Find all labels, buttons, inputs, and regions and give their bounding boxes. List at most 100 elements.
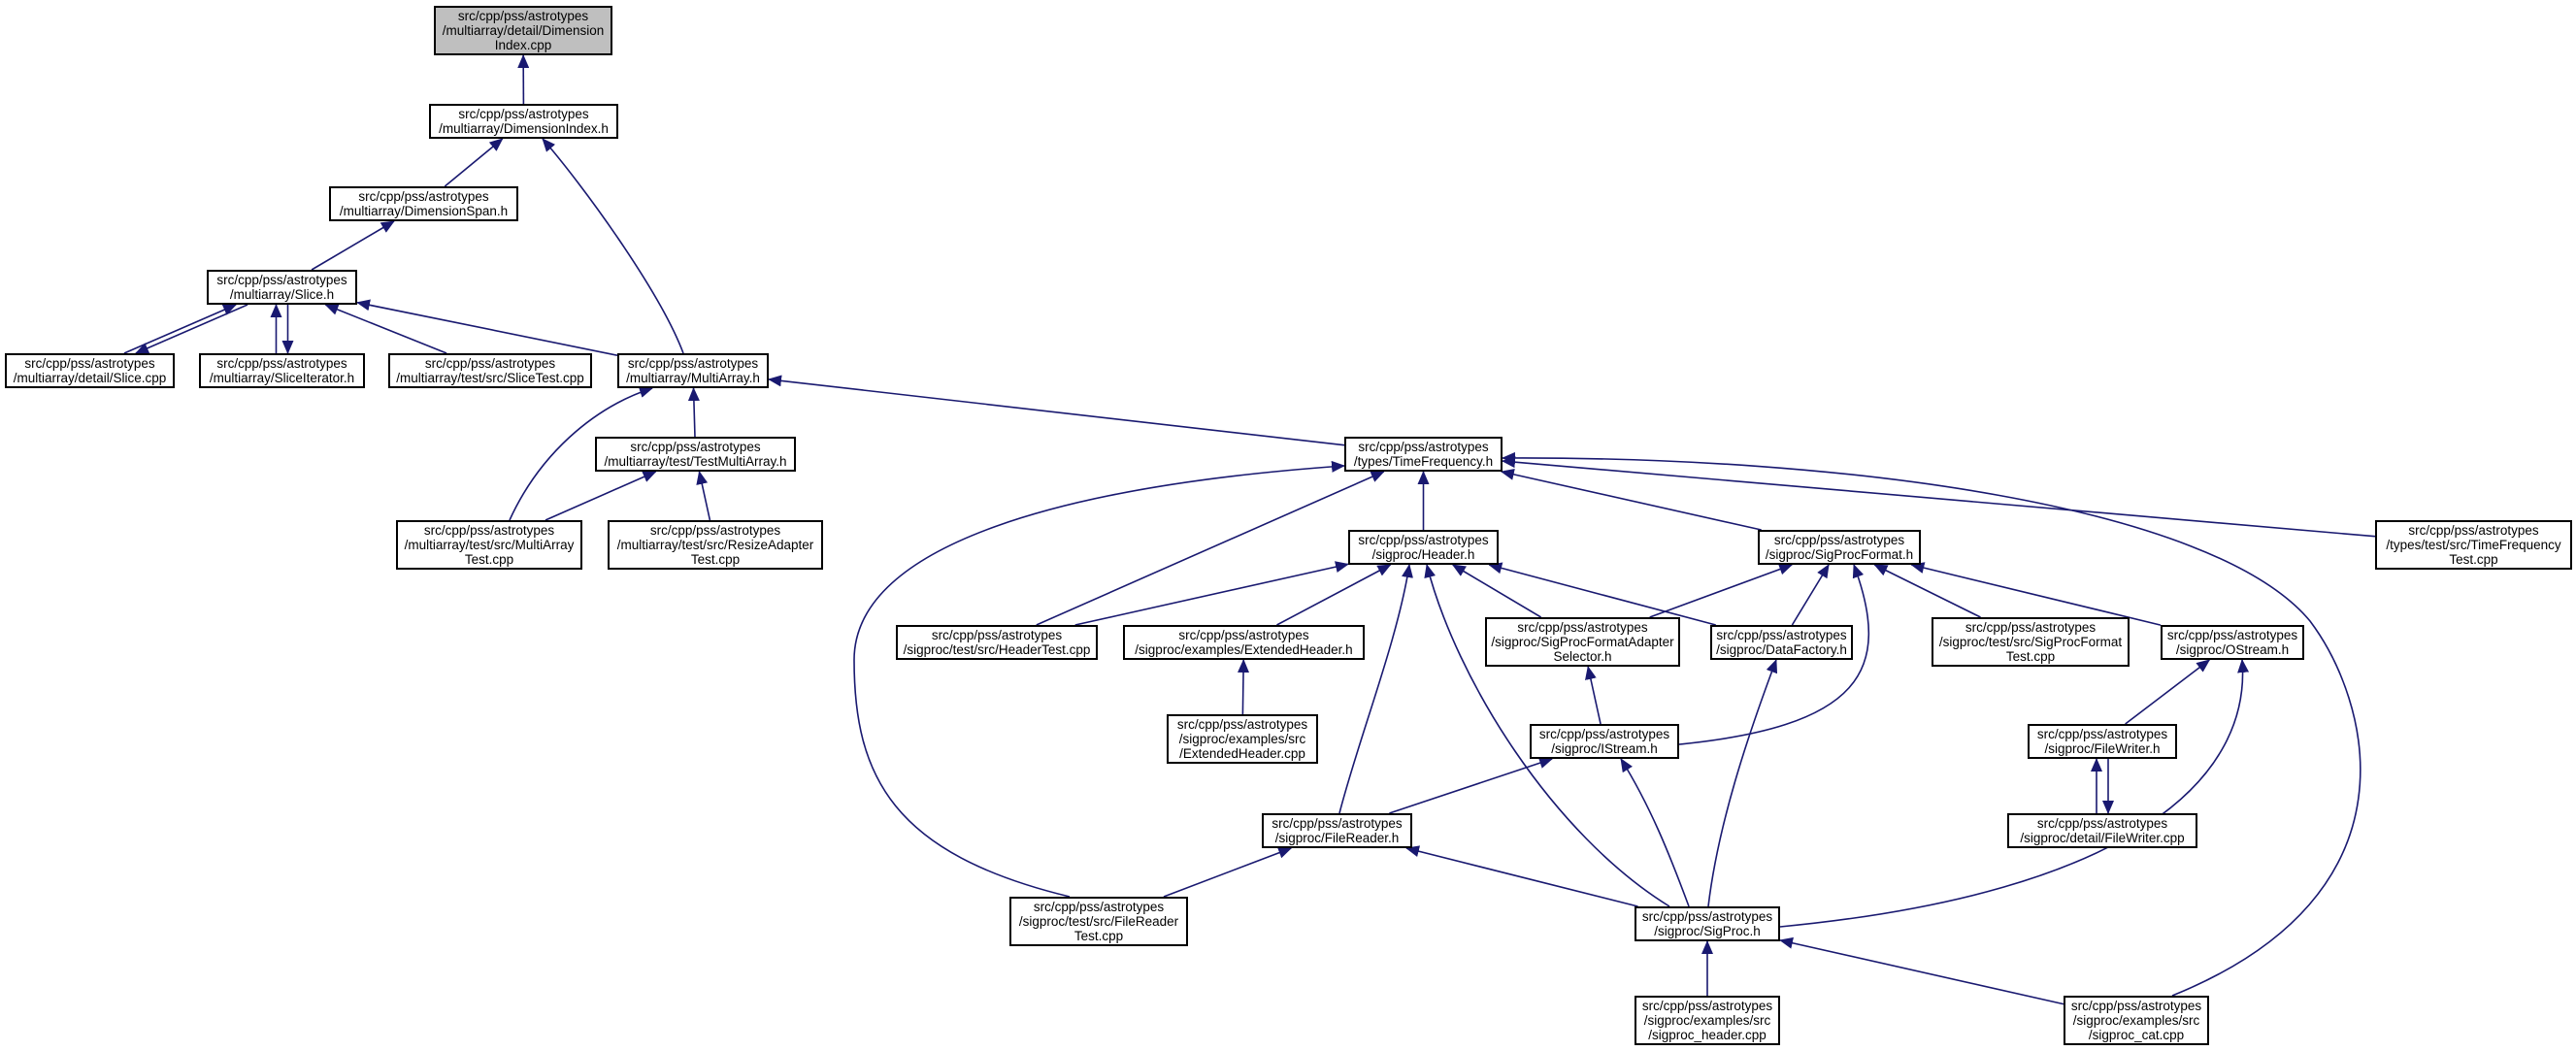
node-label-line: /sigproc/SigProc.h: [1654, 924, 1761, 938]
node-label-line: Test.cpp: [2005, 649, 2056, 664]
graph-node-testmultiarray-h[interactable]: src/cpp/pss/astrotypes/multiarray/test/T…: [595, 437, 796, 472]
node-label-line: Index.cpp: [494, 38, 552, 52]
graph-node-sliceiter-h[interactable]: src/cpp/pss/astrotypes/multiarray/SliceI…: [199, 353, 365, 388]
node-label-line: /sigproc/SigProcFormatAdapter: [1491, 635, 1674, 649]
edge-sigproc-h-to-filereader-h: [1405, 845, 1638, 907]
edge-extheader-cpp-to-extheader-h: [1238, 659, 1250, 715]
node-label-line: /sigproc/Header.h: [1371, 547, 1475, 562]
node-label-line: src/cpp/pss/astrotypes: [216, 273, 347, 287]
edge-ostream-h-to-sigprocformat-h: [1910, 562, 2162, 626]
graph-node-slice-cpp[interactable]: src/cpp/pss/astrotypes/multiarray/detail…: [5, 353, 175, 388]
node-label-line: src/cpp/pss/astrotypes: [1033, 900, 1165, 914]
node-label-line: /sigproc/detail/FileWriter.cpp: [2020, 831, 2185, 845]
node-label-line: src/cpp/pss/astrotypes: [2166, 628, 2298, 642]
node-label-line: /sigproc/examples/src: [2072, 1013, 2200, 1028]
edge-sigproccat-cpp-to-sigproc-h: [1779, 936, 2064, 1005]
graph-node-filereader-h[interactable]: src/cpp/pss/astrotypes/sigproc/FileReade…: [1262, 813, 1412, 848]
node-label-line: /sigproc/examples/src: [1178, 732, 1306, 746]
node-label-line: src/cpp/pss/astrotypes: [1716, 628, 1847, 642]
edge-slicetest-cpp-to-slice-h: [324, 304, 447, 354]
node-label-line: /multiarray/detail/Dimension: [442, 23, 605, 38]
node-label-line: /multiarray/detail/Slice.cpp: [13, 371, 167, 385]
node-label-line: /sigproc_header.cpp: [1648, 1028, 1767, 1042]
edge-datafactory-h-to-sigprocformat-h: [1791, 564, 1830, 626]
node-label-line: src/cpp/pss/astrotypes: [1176, 717, 1308, 732]
edge-slice-cpp-to-slice-h: [123, 304, 237, 354]
edge-sigproccat-cpp-to-timefreq-h: [1502, 451, 2361, 997]
edge-timefreqtest-cpp-to-timefreq-h: [1502, 456, 2376, 538]
node-label-line: /types/test/src/TimeFrequency: [2386, 538, 2561, 552]
graph-node-extheader-h[interactable]: src/cpp/pss/astrotypes/sigproc/examples/…: [1123, 625, 1365, 660]
graph-node-dimindex-cpp[interactable]: src/cpp/pss/astrotypes/multiarray/detail…: [434, 6, 612, 55]
edge-sigproc-h-to-ostream-h: [1779, 659, 2250, 928]
graph-node-sigprocformat-h[interactable]: src/cpp/pss/astrotypes/sigproc/SigProcFo…: [1758, 530, 1921, 565]
graph-node-slicetest-cpp[interactable]: src/cpp/pss/astrotypes/multiarray/test/s…: [388, 353, 592, 388]
edge-extheader-h-to-header-h: [1276, 564, 1392, 626]
graph-node-timefreq-h[interactable]: src/cpp/pss/astrotypes/types/TimeFrequen…: [1344, 437, 1503, 472]
graph-node-extheader-cpp[interactable]: src/cpp/pss/astrotypes/sigproc/examples/…: [1167, 714, 1318, 764]
node-label-line: src/cpp/pss/astrotypes: [24, 356, 155, 371]
node-label-line: /sigproc/test/src/FileReader: [1018, 914, 1179, 929]
graph-node-filewriter-cpp[interactable]: src/cpp/pss/astrotypes/sigproc/detail/Fi…: [2007, 813, 2197, 848]
node-label-line: /sigproc/FileWriter.h: [2044, 741, 2161, 756]
node-label-line: src/cpp/pss/astrotypes: [649, 523, 781, 538]
graph-node-sigproccat-cpp[interactable]: src/cpp/pss/astrotypes/sigproc/examples/…: [2064, 996, 2209, 1045]
edge-filereader-h-to-istream-h: [1389, 757, 1554, 814]
node-label-line: /sigproc_cat.cpp: [2088, 1028, 2185, 1042]
graph-node-header-h[interactable]: src/cpp/pss/astrotypes/sigproc/Header.h: [1348, 530, 1499, 565]
graph-node-resizeadapter-cpp[interactable]: src/cpp/pss/astrotypes/multiarray/test/s…: [608, 520, 823, 570]
graph-node-formatadapter-h[interactable]: src/cpp/pss/astrotypes/sigproc/SigProcFo…: [1485, 617, 1680, 667]
graph-node-timefreqtest-cpp[interactable]: src/cpp/pss/astrotypes/types/test/src/Ti…: [2375, 520, 2572, 570]
node-label-line: /multiarray/Slice.h: [229, 287, 335, 302]
node-label-line: src/cpp/pss/astrotypes: [458, 107, 589, 121]
edge-slice-h-to-dimspan-h: [311, 220, 395, 271]
node-label-line: /multiarray/DimensionIndex.h: [439, 121, 609, 136]
node-label-line: src/cpp/pss/astrotypes: [1641, 909, 1773, 924]
graph-node-sigprocformattest-cpp[interactable]: src/cpp/pss/astrotypes/sigproc/test/src/…: [1932, 617, 2130, 667]
node-label-line: src/cpp/pss/astrotypes: [627, 356, 759, 371]
node-label-line: src/cpp/pss/astrotypes: [424, 356, 556, 371]
edge-dimspan-h-to-dimindex-h: [444, 138, 504, 187]
graph-node-multiarraytest-cpp[interactable]: src/cpp/pss/astrotypes/multiarray/test/s…: [396, 520, 582, 570]
graph-node-slice-h[interactable]: src/cpp/pss/astrotypes/multiarray/Slice.…: [207, 270, 357, 305]
edge-datafactory-h-to-header-h: [1488, 562, 1716, 626]
node-label-line: Test.cpp: [2449, 552, 2498, 567]
edge-filewriter-h-to-ostream-h: [2125, 659, 2211, 725]
node-label-line: /sigproc/FileReader.h: [1274, 831, 1400, 845]
node-label-line: /sigproc/test/src/SigProcFormat: [1938, 635, 2123, 649]
graph-node-sigproc-h[interactable]: src/cpp/pss/astrotypes/sigproc/SigProc.h: [1635, 906, 1780, 941]
edge-multiarray-h-to-slice-h: [356, 299, 618, 356]
edge-resizeadapter-cpp-to-testmultiarray-h: [696, 471, 711, 521]
graph-node-sigprocheader-cpp[interactable]: src/cpp/pss/astrotypes/sigproc/examples/…: [1635, 996, 1780, 1045]
graph-node-istream-h[interactable]: src/cpp/pss/astrotypes/sigproc/IStream.h: [1530, 724, 1679, 759]
edge-multiarraytest-cpp-to-testmultiarray-h: [545, 471, 657, 521]
graph-node-headertest-cpp[interactable]: src/cpp/pss/astrotypes/sigproc/test/src/…: [896, 625, 1098, 660]
node-label-line: /sigproc/SigProcFormat.h: [1765, 547, 1914, 562]
edge-headertest-cpp-to-header-h: [1074, 561, 1349, 626]
node-label-line: Test.cpp: [464, 552, 514, 567]
graph-node-filewriter-h[interactable]: src/cpp/pss/astrotypes/sigproc/FileWrite…: [2028, 724, 2177, 759]
node-label-line: src/cpp/pss/astrotypes: [423, 523, 555, 538]
edge-istream-h-to-formatadapter-h: [1585, 666, 1602, 725]
graph-node-filereadertest-cpp[interactable]: src/cpp/pss/astrotypes/sigproc/test/src/…: [1009, 897, 1188, 946]
node-label-line: src/cpp/pss/astrotypes: [1178, 628, 1309, 642]
edge-sigproc-h-to-istream-h: [1620, 758, 1690, 907]
node-label-line: src/cpp/pss/astrotypes: [358, 189, 489, 204]
node-label-line: src/cpp/pss/astrotypes: [2036, 816, 2168, 831]
edge-timefreq-h-to-multiarray-h: [768, 375, 1345, 446]
node-label-line: /sigproc/examples/ExtendedHeader.h: [1135, 642, 1353, 657]
node-label-line: src/cpp/pss/astrotypes: [1641, 999, 1773, 1013]
graph-node-multiarray-h[interactable]: src/cpp/pss/astrotypes/multiarray/MultiA…: [617, 353, 769, 388]
graph-node-dimspan-h[interactable]: src/cpp/pss/astrotypes/multiarray/Dimens…: [329, 186, 518, 221]
node-label-line: /sigproc/test/src/HeaderTest.cpp: [903, 642, 1091, 657]
graph-node-datafactory-h[interactable]: src/cpp/pss/astrotypes/sigproc/DataFacto…: [1710, 625, 1853, 660]
node-label-line: /multiarray/SliceIterator.h: [209, 371, 355, 385]
edge-multiarraytest-cpp-to-multiarray-h: [509, 386, 653, 521]
edge-slice-h-to-slice-cpp: [135, 304, 248, 354]
node-label-line: src/cpp/pss/astrotypes: [1517, 620, 1648, 635]
edge-formatadapter-h-to-header-h: [1451, 564, 1542, 618]
graph-node-ostream-h[interactable]: src/cpp/pss/astrotypes/sigproc/OStream.h: [2161, 625, 2304, 660]
node-label-line: Test.cpp: [1073, 929, 1124, 943]
graph-node-dimindex-h[interactable]: src/cpp/pss/astrotypes/multiarray/Dimens…: [429, 104, 618, 139]
